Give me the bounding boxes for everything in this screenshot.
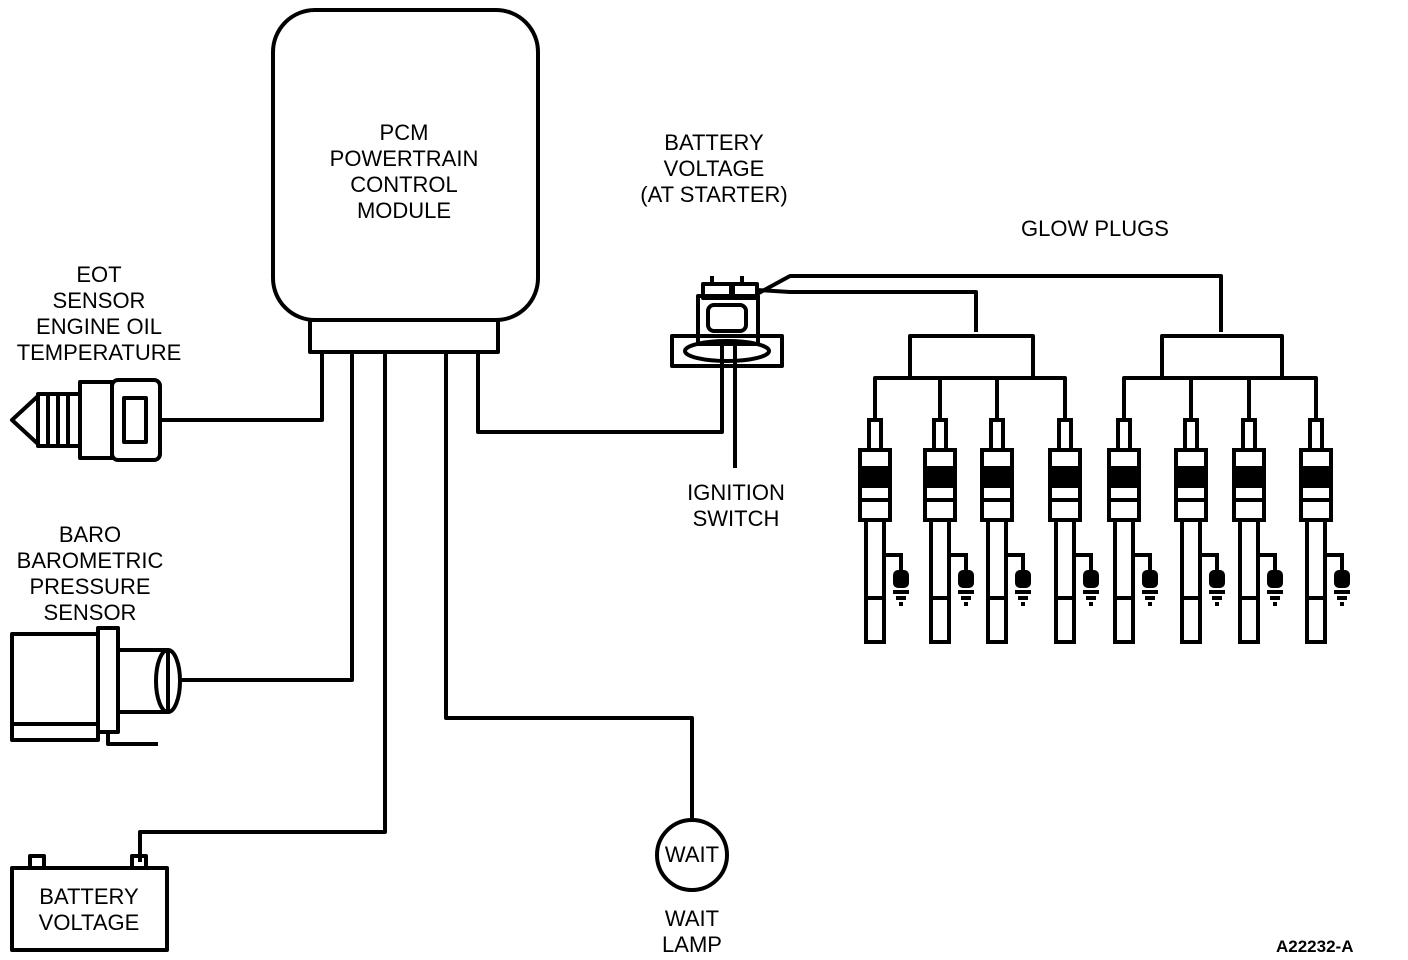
left-bank-rail	[873, 376, 1067, 420]
battery-box	[10, 866, 169, 952]
ignition-label-line-2: SWITCH	[692, 506, 780, 531]
glow-plug-icon	[1174, 418, 1225, 644]
battery-label-line-1: BATTERY	[39, 884, 139, 909]
glow-plug-icon	[858, 418, 909, 644]
battery-label-line-2: VOLTAGE	[38, 910, 140, 935]
baro-wire	[180, 352, 354, 682]
figure-id: A22232-A	[1276, 934, 1354, 960]
glow-plug-group	[858, 418, 1350, 644]
baro-label-line-4: SENSOR	[43, 600, 137, 625]
pcm-label-line-4: MODULE	[356, 198, 452, 223]
baro-label-line-2: BAROMETRIC	[16, 548, 164, 573]
battery-terminal-neg	[28, 854, 46, 870]
battery-wire	[138, 352, 387, 862]
baro-sensor-icon	[10, 626, 182, 746]
battery-starter-line-2: VOLTAGE	[663, 156, 765, 181]
left-bank-bus	[908, 334, 1035, 378]
eot-wire	[160, 352, 324, 422]
wait-lamp-symbol-text: WAIT	[664, 842, 720, 867]
battery-starter-line-3: (AT STARTER)	[640, 182, 788, 207]
glow-plug-icon	[1299, 418, 1350, 644]
pcm-label-line-3: CONTROL	[350, 172, 458, 197]
baro-label-line-3: PRESSURE	[29, 574, 151, 599]
right-bank-bus	[1160, 334, 1284, 378]
pcm-label: PCM POWERTRAIN CONTROL MODULE	[330, 120, 479, 224]
eot-label-line-1: EOT	[76, 262, 122, 287]
glow-plug-icon	[980, 418, 1031, 644]
eot-sensor-icon	[10, 378, 162, 462]
battery-terminal-pos	[130, 854, 148, 870]
battery-starter-line-1: BATTERY	[664, 130, 764, 155]
eot-label: EOT SENSOR ENGINE OIL TEMPERATURE	[17, 262, 182, 366]
eot-label-line-4: TEMPERATURE	[16, 340, 182, 365]
eot-label-line-3: ENGINE OIL	[36, 314, 162, 339]
ignition-label-line-1: IGNITION	[687, 480, 785, 505]
ignition-label: IGNITION SWITCH	[687, 480, 785, 532]
eot-label-line-2: SENSOR	[52, 288, 146, 313]
figure-id-text: A22232-A	[1276, 937, 1354, 956]
wait-lamp-symbol: WAIT	[665, 844, 719, 866]
baro-label: BARO BAROMETRIC PRESSURE SENSOR	[17, 522, 164, 626]
battery-starter-label: BATTERY VOLTAGE (AT STARTER)	[640, 130, 788, 208]
glow-feed-wire-left	[756, 288, 978, 332]
glow-feed-wire-right	[756, 274, 1223, 332]
baro-label-line-1: BARO	[58, 522, 122, 547]
glow-plug-icon	[923, 418, 974, 644]
glow-plugs-label: GLOW PLUGS	[1021, 216, 1169, 242]
glow-plug-icon	[1048, 418, 1099, 644]
glow-plug-icon	[1232, 418, 1283, 644]
ignition-wire	[476, 352, 724, 434]
pcm-label-line-1: PCM	[379, 120, 429, 145]
wait-lamp-wire	[444, 352, 694, 818]
pcm-label-line-2: POWERTRAIN	[329, 146, 479, 171]
glow-plugs-text: GLOW PLUGS	[1021, 216, 1169, 241]
wait-lamp-label: WAIT LAMP	[662, 906, 722, 958]
wait-lamp-icon	[655, 818, 729, 892]
glow-plug-icon	[1107, 418, 1158, 644]
right-bank-rail	[1122, 376, 1318, 420]
pcm-connector	[308, 318, 500, 354]
battery-label: BATTERY VOLTAGE	[39, 884, 140, 936]
wait-lamp-label-line-1: WAIT	[664, 906, 720, 931]
wait-lamp-label-line-2: LAMP	[662, 932, 722, 957]
